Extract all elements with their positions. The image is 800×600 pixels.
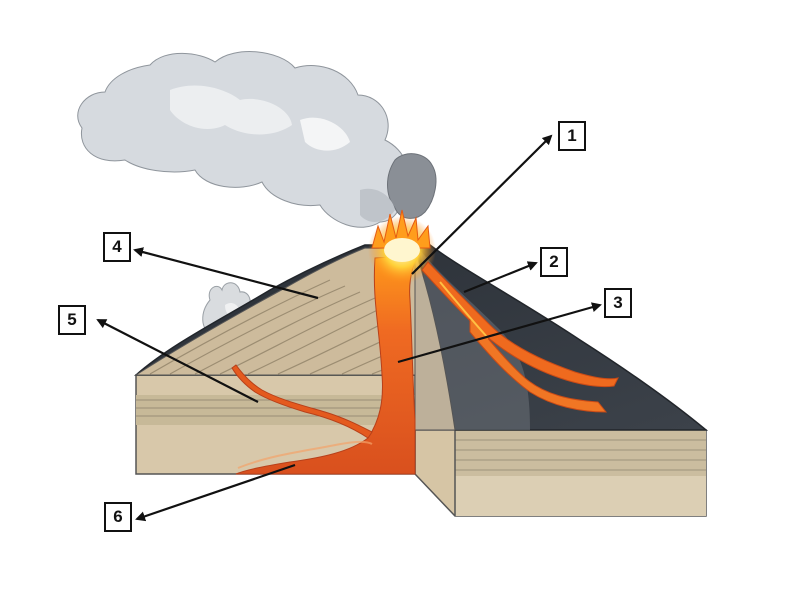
label-box-3: 3 — [604, 288, 632, 318]
arrow-3 — [397, 302, 602, 364]
arrow-2 — [463, 261, 538, 294]
crater-eruption — [368, 209, 436, 284]
label-box-6: 6 — [104, 502, 132, 532]
ground-block-right — [414, 429, 707, 517]
lava-flows — [421, 261, 619, 413]
ground-block-left — [135, 374, 416, 475]
label-box-4: 4 — [103, 232, 131, 262]
arrow-1 — [411, 134, 553, 275]
cone-strata — [134, 247, 456, 431]
arrow-5 — [96, 319, 259, 403]
label-box-2: 2 — [540, 247, 568, 277]
arrow-6 — [135, 463, 296, 522]
ash-cloud — [77, 51, 437, 228]
label-box-5: 5 — [58, 305, 86, 335]
arrow-4 — [133, 247, 319, 300]
label-box-1: 1 — [558, 121, 586, 151]
pointer-arrows — [96, 134, 602, 522]
